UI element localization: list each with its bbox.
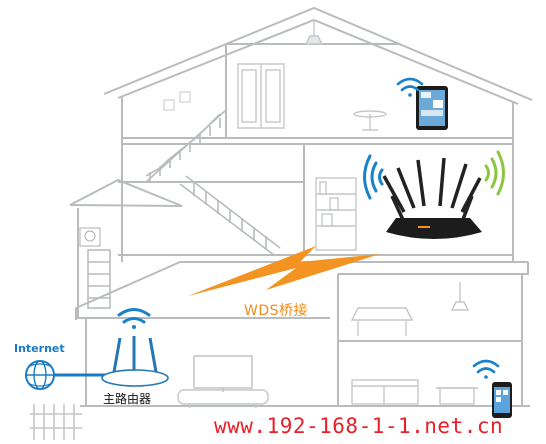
staircase-upper [145, 109, 227, 183]
internet-label: Internet [14, 342, 65, 355]
staircase-lower [87, 175, 281, 309]
fence [30, 404, 82, 440]
wds-bridge-label: WDS桥接 [244, 303, 309, 319]
lightning-bolt-icon [188, 246, 380, 296]
house-outline [69, 6, 533, 407]
wifi-icon [117, 308, 151, 329]
kitchen [350, 282, 478, 405]
wifi-icon [363, 154, 384, 200]
wardrobe [237, 63, 285, 129]
globe-icon [25, 360, 55, 390]
wall-frames [163, 91, 191, 111]
window-plant [79, 227, 101, 247]
attic-table [353, 110, 387, 131]
tv-icon [193, 355, 253, 392]
attic-lamp [304, 20, 324, 45]
wifi-icon [484, 150, 505, 196]
phone-icon [492, 382, 512, 418]
watermark-url: www.192-168-1-1.net.cn [214, 414, 504, 438]
wifi-icon [396, 77, 424, 97]
repeater-router-icon [382, 157, 482, 239]
main-router-label: 主路由器 [103, 392, 152, 406]
tablet-icon [416, 86, 448, 130]
bookshelf [315, 177, 357, 251]
main-router-icon [101, 336, 169, 387]
wifi-icon [472, 359, 500, 379]
